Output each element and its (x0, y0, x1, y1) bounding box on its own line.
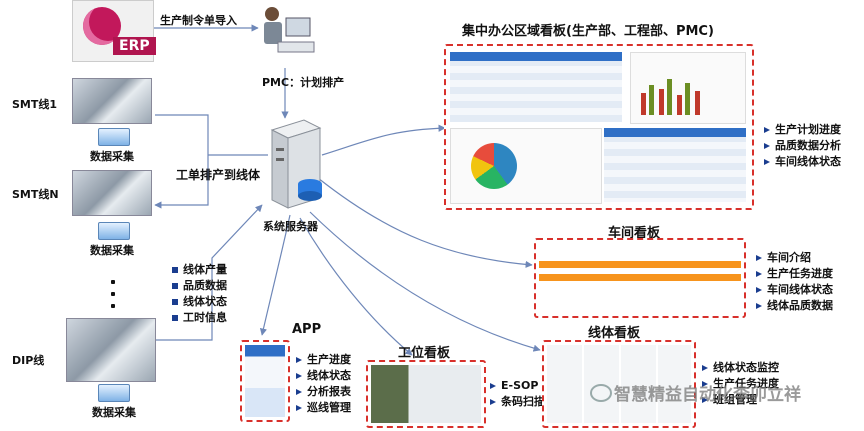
line-caption-dip: 数据采集 (92, 406, 136, 419)
collect-item: 品质数据 (170, 278, 227, 294)
app-item: 分析报表 (294, 384, 351, 400)
app-item: 巡线管理 (294, 400, 351, 416)
central-bar-chart (630, 52, 746, 124)
server-label: 系统服务器 (263, 220, 318, 233)
smt1-photo (72, 78, 152, 124)
import-label: 生产制令单导入 (160, 14, 237, 27)
central-item: 品质数据分析 (762, 138, 841, 154)
station-item: E-SOP (488, 378, 545, 394)
line-board-item: 生产任务进度 (700, 376, 779, 392)
station-screen (371, 365, 481, 423)
line-caption-smt1: 数据采集 (90, 150, 134, 163)
app-items: 生产进度 线体状态 分析报表 巡线管理 (294, 352, 351, 416)
smt1-collector-icon (98, 128, 130, 146)
app-title: APP (292, 322, 322, 337)
erp-logo: ERP (72, 0, 156, 62)
station-item: 条码扫描 (488, 394, 545, 410)
collect-item: 工时信息 (170, 310, 227, 326)
collect-items-list: 线体产量 品质数据 线体状态 工时信息 (170, 262, 227, 326)
line-caption-smtn: 数据采集 (90, 244, 134, 257)
wechat-icon (590, 384, 612, 402)
watermark-text: 智慧精益自动化李卯立祥 (614, 385, 801, 405)
workshop-item: 线体品质数据 (754, 298, 833, 314)
line-name-dip: DIP线 (12, 354, 45, 367)
workshop-board-items: 车间介绍 生产任务进度 车间线体状态 线体品质数据 (754, 250, 833, 314)
app-phone-screen (245, 345, 285, 417)
workshop-item: 车间介绍 (754, 250, 833, 266)
workshop-item: 生产任务进度 (754, 266, 833, 282)
smtn-photo (72, 170, 152, 216)
line-name-smt1: SMT线1 (12, 98, 58, 111)
arrow-server-to-line-board (309, 211, 541, 352)
central-table (450, 52, 622, 122)
line-board-item: 线体状态监控 (700, 360, 779, 376)
server-icon (270, 119, 322, 209)
line-board-frame (542, 340, 696, 428)
arrow-server-to-station (299, 217, 413, 356)
workshop-board-title: 车间看板 (608, 226, 661, 241)
station-board-items: E-SOP 条码扫描 (488, 378, 545, 410)
station-board-frame (366, 360, 486, 428)
line-board-item: 班组管理 (700, 392, 779, 408)
central-table-2 (604, 128, 746, 202)
collect-item: 线体产量 (170, 262, 227, 278)
line-board-title: 线体看板 (588, 326, 641, 341)
pmc-operator-icon (264, 7, 315, 53)
central-board-items: 生产计划进度 品质数据分析 车间线体状态 (762, 122, 841, 170)
central-pie-chart (450, 128, 602, 204)
dispatch-label: 工单排产到线体 (176, 168, 261, 182)
smtn-collector-icon (98, 222, 130, 240)
central-board-frame (444, 44, 754, 210)
dip-photo (66, 318, 156, 382)
station-board-title: 工位看板 (398, 346, 451, 361)
central-item: 生产计划进度 (762, 122, 841, 138)
arrow-server-to-workshop (317, 177, 533, 269)
ellipsis-dot-2 (111, 292, 115, 296)
pmc-label: PMC：计划排产 (262, 76, 345, 89)
app-item: 生产进度 (294, 352, 351, 368)
ellipsis-dot-3 (111, 304, 115, 308)
collect-item: 线体状态 (170, 294, 227, 310)
workshop-table (539, 243, 741, 313)
line-board-items: 线体状态监控 生产任务进度 班组管理 (700, 360, 779, 408)
line-name-smtn: SMT线N (12, 188, 59, 201)
workshop-item: 车间线体状态 (754, 282, 833, 298)
central-item: 车间线体状态 (762, 154, 841, 170)
app-item: 线体状态 (294, 368, 351, 384)
central-board-title: 集中办公区域看板(生产部、工程部、PMC) (462, 24, 714, 39)
arrow-server-to-central (321, 124, 446, 156)
arrow-server-to-app (259, 214, 291, 336)
line-board-grid (547, 345, 691, 423)
ellipsis-dot-1 (111, 280, 115, 284)
arrow-server-to-lines (155, 114, 268, 205)
dip-collector-icon (98, 384, 130, 402)
arrow-lines-to-server (155, 204, 263, 341)
erp-label: ERP (113, 37, 156, 55)
workshop-board-frame (534, 238, 746, 318)
app-frame (240, 340, 290, 422)
